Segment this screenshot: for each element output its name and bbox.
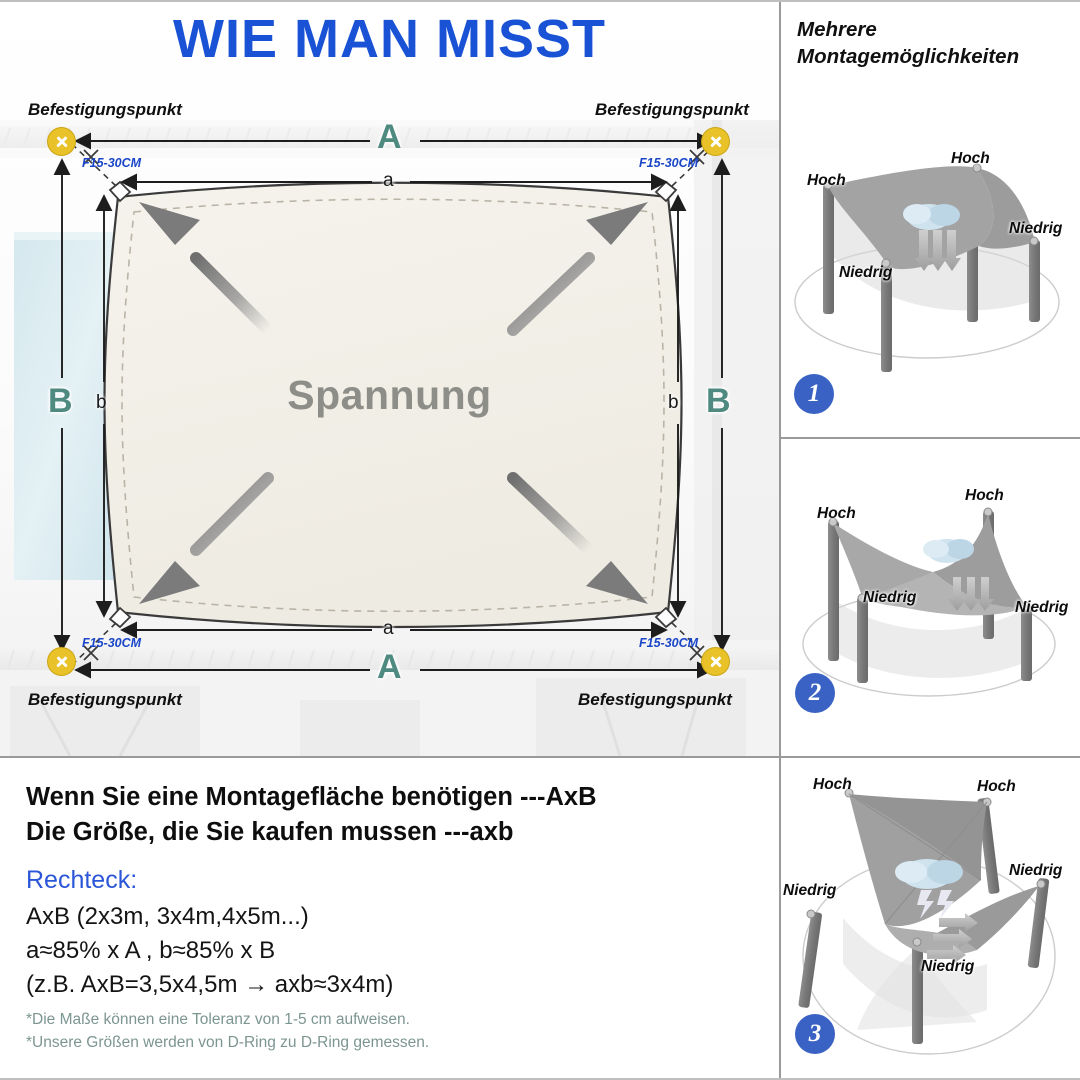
instruction-headline-1: Wenn Sie eine Montagefläche benötigen --…	[26, 783, 597, 811]
runoff-arrows-icon	[927, 913, 978, 964]
page-title: WIE MAN MISST	[173, 9, 606, 69]
lightning-icon	[917, 890, 954, 919]
mounting-options-title: Mehrere Montagemöglichkeiten	[797, 18, 1020, 69]
rain-cloud-icon	[895, 859, 963, 889]
panel1-label-hoch-right: Hoch	[951, 150, 990, 167]
measurement-diagram-panel: WIE MAN MISST Befestigungspunkt Befestig…	[0, 0, 779, 756]
panel1-label-niedrig-right: Niedrig	[1009, 220, 1063, 237]
panel3-label-hoch-right: Hoch	[977, 778, 1016, 795]
panel2-label-niedrig-right: Niedrig	[1015, 599, 1069, 616]
dimension-label-top-outer: A	[377, 118, 402, 156]
corner-note-top-left: F15-30CM	[82, 156, 142, 170]
panel-divider-left	[0, 756, 781, 758]
panel-divider-right-1	[779, 437, 1080, 439]
panel3-label-niedrig-left: Niedrig	[783, 882, 837, 899]
dimension-label-right-outer: B	[706, 382, 731, 420]
sizing-line-3: (z.B. AxB=3,5x4,5m → axb≈3x4m)	[26, 970, 394, 998]
mounting-illustration-2	[802, 507, 1056, 697]
tension-center-label: Spannung	[287, 372, 492, 418]
panel-divider-vertical	[779, 0, 781, 1080]
sizing-instructions-panel: Wenn Sie eine Montagefläche benötigen --…	[0, 758, 779, 1080]
dimension-label-right-inner: b	[668, 392, 679, 413]
panel-divider-right-2	[779, 756, 1080, 758]
panel-number-badge-1: 1	[794, 374, 834, 414]
mounting-option-panel-2: Hoch Hoch Niedrig Niedrig 2	[781, 439, 1080, 756]
tension-arrows	[139, 202, 648, 604]
anchor-point-bottom-right-icon	[702, 648, 729, 675]
corner-note-bottom-right: F15-30CM	[639, 636, 699, 650]
rain-cloud-icon	[903, 204, 960, 230]
mounting-option-panel-1: Mehrere Montagemöglichkeiten	[781, 2, 1080, 437]
anchor-label-bottom-right: Befestigungspunkt	[578, 690, 732, 709]
mounting-illustration-3	[798, 788, 1056, 1055]
panel-number-badge-2: 2	[795, 673, 835, 713]
panel3-label-niedrig-center: Niedrig	[921, 958, 975, 975]
dimension-label-bottom-inner: a	[383, 618, 394, 639]
d-ring-corners	[108, 180, 678, 629]
panel1-label-niedrig-left: Niedrig	[839, 264, 893, 281]
sizing-line-2: a≈85% x A , b≈85% x B	[26, 936, 276, 964]
mounting-option-panel-3: Hoch Hoch Niedrig Niedrig Niedrig 3	[781, 758, 1080, 1078]
footnote-2: *Unsere Größen werden von D-Ring zu D-Ri…	[26, 1034, 430, 1052]
dimension-label-top-inner: a	[383, 170, 394, 191]
panel-number-badge-3: 3	[795, 1014, 835, 1054]
panel3-label-niedrig-right: Niedrig	[1009, 862, 1063, 879]
anchor-label-bottom-left: Befestigungspunkt	[28, 690, 182, 709]
frame-bottom-border	[0, 1078, 1080, 1080]
anchor-point-top-right-icon	[702, 128, 729, 155]
runoff-arrows-icon	[915, 230, 961, 271]
dimension-label-bottom-outer: A	[377, 648, 402, 686]
dimension-label-left-outer: B	[48, 382, 73, 420]
rain-cloud-icon	[923, 539, 974, 563]
sizing-line-1: AxB (2x3m, 3x4m,4x5m...)	[26, 902, 309, 930]
shape-label: Rechteck:	[26, 866, 138, 894]
panel1-label-hoch-left: Hoch	[807, 172, 846, 189]
anchor-point-top-left-icon	[48, 128, 75, 155]
panel2-label-niedrig-left: Niedrig	[863, 589, 917, 606]
frame-top-border	[0, 0, 1080, 2]
dimension-label-left-inner: b	[96, 392, 107, 413]
sail-stitch-line	[121, 198, 665, 613]
runoff-arrows-icon	[948, 577, 994, 611]
panel2-label-hoch-left: Hoch	[817, 505, 856, 522]
anchor-point-bottom-left-icon	[48, 648, 75, 675]
footnote-1: *Die Maße können eine Toleranz von 1-5 c…	[26, 1011, 410, 1028]
mounting-illustration-1	[794, 163, 1060, 372]
anchor-label-top-right: Befestigungspunkt	[595, 100, 749, 119]
panel2-label-hoch-right: Hoch	[965, 487, 1004, 504]
corner-note-bottom-left: F15-30CM	[82, 636, 142, 650]
panel3-label-hoch-left: Hoch	[813, 776, 852, 793]
corner-note-top-right: F15-30CM	[639, 156, 699, 170]
dimension-lines	[53, 132, 731, 679]
anchor-label-top-left: Befestigungspunkt	[28, 100, 182, 119]
instruction-headline-2: Die Größe, die Sie kaufen mussen ---axb	[26, 818, 514, 847]
background-photo	[0, 0, 779, 756]
